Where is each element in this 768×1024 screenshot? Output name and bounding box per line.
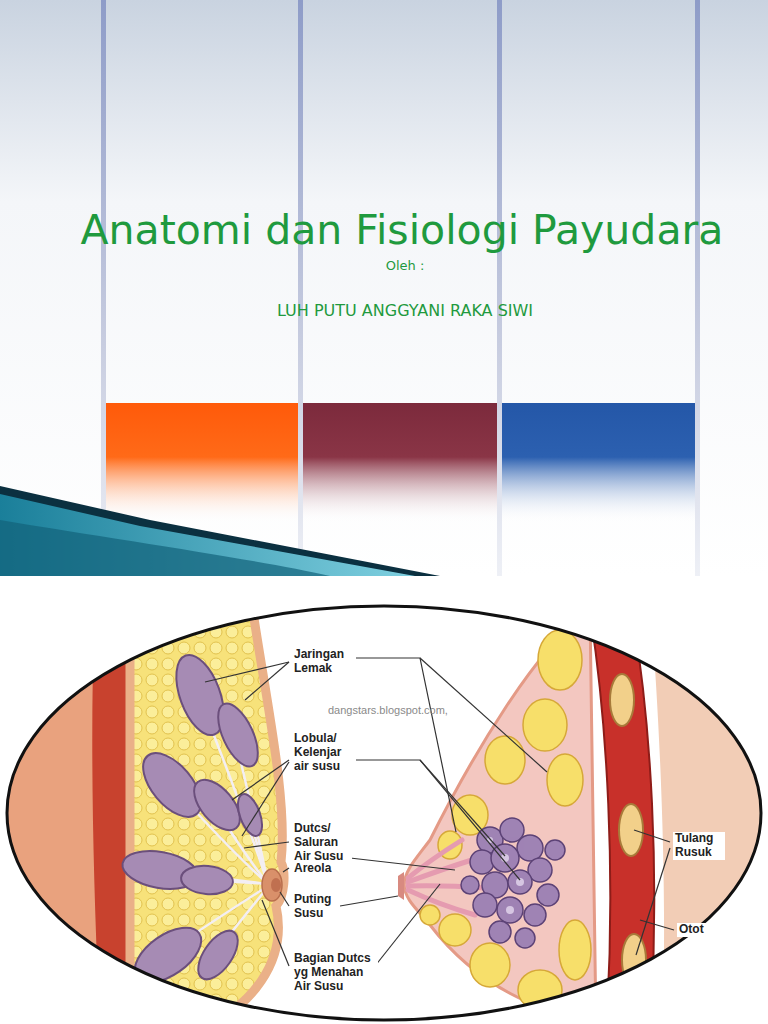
- part-label: Areola: [292, 862, 352, 876]
- part-label: Jaringan Lemak: [292, 648, 356, 676]
- part-label: Otot: [677, 923, 717, 937]
- author-name: LUH PUTU ANGGYANI RAKA SIWI: [150, 302, 660, 320]
- part-label: Puting Susu: [292, 893, 340, 921]
- slide-title: Anatomi dan Fisiologi Payudara: [30, 208, 768, 253]
- part-label: Lobula/ Kelenjar air susu: [292, 732, 356, 773]
- author-prefix: Oleh :: [300, 259, 510, 274]
- part-label: Tulang Rusuk: [673, 832, 725, 860]
- part-label: Bagian Dutcs yg Menahan Air Susu: [292, 952, 378, 993]
- part-label: Dutcs/ Saluran Air Susu: [292, 822, 352, 863]
- watermark: dangstars.blogspot.com,: [328, 704, 498, 717]
